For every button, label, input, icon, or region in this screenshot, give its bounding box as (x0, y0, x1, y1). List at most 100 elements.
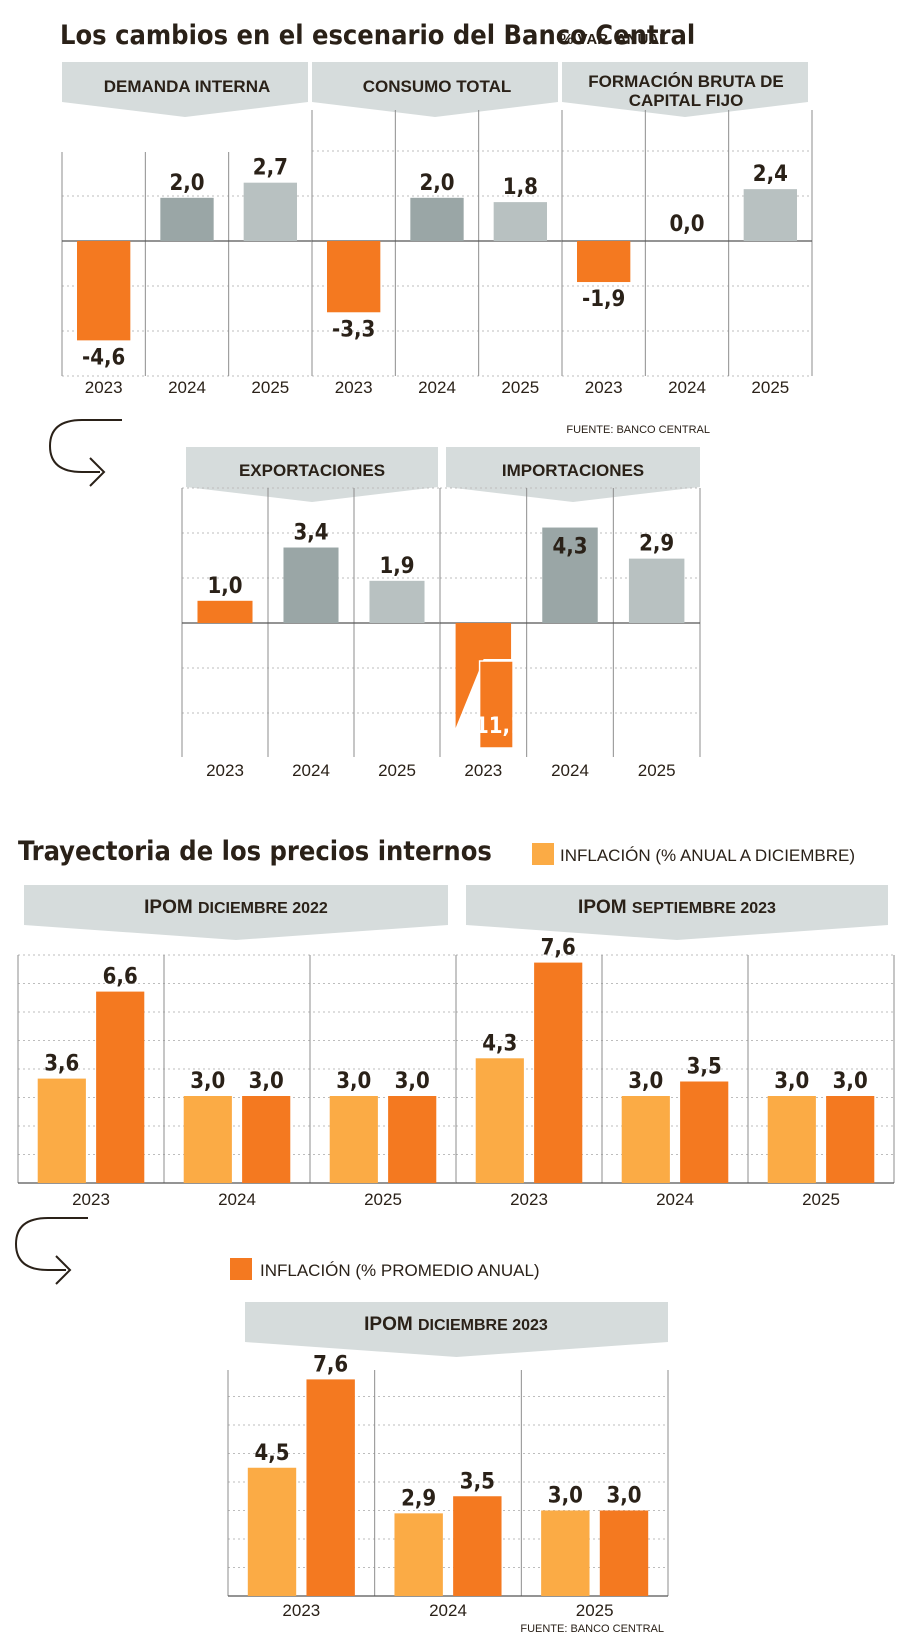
bar-2024-series-1 (242, 1096, 291, 1183)
year-label: 2025 (802, 1190, 840, 1209)
data-label: 2,0 (419, 171, 454, 196)
panel-header-ipom-dic23 (245, 1302, 668, 1357)
bar-2023 (77, 241, 131, 341)
curved-arrow-icon (14, 1217, 88, 1285)
bar-2023 (577, 241, 631, 283)
bar-2024-series-0 (394, 1513, 443, 1596)
year-label: 2025 (364, 1190, 402, 1209)
data-label: 3,0 (606, 1484, 641, 1509)
bar-2025 (369, 580, 425, 623)
panel-header-ipom-dic22 (24, 885, 448, 940)
year-label: 2024 (168, 378, 206, 397)
bar-2023-series-0 (247, 1467, 297, 1596)
data-label: -3,3 (332, 317, 375, 342)
year-label: 2025 (501, 378, 539, 397)
bar-2024-series-0 (183, 1096, 232, 1183)
bar-break-segment (478, 660, 514, 749)
year-label: 2024 (429, 1601, 467, 1620)
bar-2025-series-1 (599, 1510, 649, 1596)
bar-2024 (160, 197, 214, 241)
bar-2025 (743, 189, 797, 241)
year-label: 2023 (72, 1190, 110, 1209)
data-label: 3,0 (249, 1069, 284, 1094)
data-label: 6,6 (103, 965, 138, 990)
year-label: 2025 (638, 761, 676, 780)
bar-2025-series-1 (826, 1096, 875, 1183)
legend-label-dec: INFLACIÓN (% ANUAL A DICIEMBRE) (560, 846, 855, 865)
data-label: 1,8 (503, 175, 538, 200)
data-label: 7,6 (541, 936, 576, 961)
bar-2023-series-0 (37, 1078, 86, 1183)
data-label: 3,0 (548, 1484, 583, 1509)
data-label: 3,0 (336, 1069, 371, 1094)
bar-2025-series-0 (767, 1096, 816, 1183)
chart-panel-1: -3,3 2023 2,0 2024 1,8 2025 (311, 110, 563, 397)
panel-title-exportaciones: EXPORTACIONES (239, 461, 385, 480)
bar-2023 (327, 241, 381, 313)
section1-title: Los cambios en el escenario del Banco Ce… (60, 20, 695, 51)
data-label: -4,6 (82, 345, 125, 370)
bar-2024-series-1 (680, 1081, 729, 1183)
bar-2023 (455, 623, 512, 728)
year-label: 2024 (218, 1190, 256, 1209)
data-label: 3,4 (293, 521, 328, 546)
data-label: 3,0 (190, 1069, 225, 1094)
data-label: 2,4 (753, 162, 788, 187)
data-label: 3,0 (774, 1069, 809, 1094)
panel-header-ipom-sep23 (466, 885, 888, 940)
panel-title-ipom-sep23: IPOM SEPTIEMBRE 2023 (578, 897, 776, 918)
panel-title-demanda: DEMANDA INTERNA (104, 77, 271, 96)
bar-2025-series-1 (388, 1096, 437, 1183)
panel-title-consumo: CONSUMO TOTAL (363, 77, 512, 96)
bar-2023-series-1 (96, 991, 145, 1183)
bar-2025-series-0 (541, 1510, 590, 1596)
panel-title-ipom-dic23: IPOM DICIEMBRE 2023 (364, 1314, 548, 1335)
data-label: 4,3 (482, 1031, 517, 1056)
year-label: 2025 (251, 378, 289, 397)
bar-2023 (197, 600, 253, 623)
year-label: 2024 (418, 378, 456, 397)
curved-arrow-icon (48, 419, 122, 487)
bar-2023-series-0 (475, 1058, 524, 1183)
data-label: 3,0 (833, 1069, 868, 1094)
section2-title: Trayectoria de los precios internos (18, 836, 492, 867)
bar-2023-series-1 (306, 1379, 355, 1596)
section1-unit: % VAR. ANUAL (560, 31, 668, 48)
year-label: 2023 (282, 1601, 320, 1620)
bar-2024 (283, 547, 339, 623)
year-label: 2025 (576, 1601, 614, 1620)
bar-2025 (493, 202, 547, 241)
panel-title-importaciones: IMPORTACIONES (502, 461, 644, 480)
legend-swatch-avg (230, 1258, 252, 1280)
data-label: 4,3 (552, 535, 587, 560)
panel-header-2 (562, 62, 808, 117)
year-label: 2025 (751, 378, 789, 397)
data-label: 0,0 (669, 212, 704, 237)
year-label: 2024 (292, 761, 330, 780)
data-label: 2,7 (253, 156, 288, 181)
data-label: 3,0 (628, 1069, 663, 1094)
year-label: 2025 (378, 761, 416, 780)
bar-2024-series-0 (621, 1096, 670, 1183)
year-label: 2024 (656, 1190, 694, 1209)
data-label: 4,5 (254, 1441, 289, 1466)
section1-source: FUENTE: BANCO CENTRAL (566, 424, 710, 436)
year-label: 2023 (335, 378, 373, 397)
data-label: 2,9 (639, 532, 674, 557)
data-label: 2,9 (401, 1486, 436, 1511)
year-label: 2023 (510, 1190, 548, 1209)
data-label: 3,0 (395, 1069, 430, 1094)
data-label: 2,0 (169, 171, 204, 196)
charts-layer: DEMANDA INTERNA CONSUMO TOTAL FORMACIÓN BR… (17, 62, 895, 1620)
section2-source: FUENTE: BANCO CENTRAL (520, 1623, 664, 1635)
data-label: 3,5 (460, 1469, 495, 1494)
year-label: 2023 (206, 761, 244, 780)
bar-2025-series-0 (329, 1096, 378, 1183)
legend-swatch-dec (532, 843, 554, 865)
